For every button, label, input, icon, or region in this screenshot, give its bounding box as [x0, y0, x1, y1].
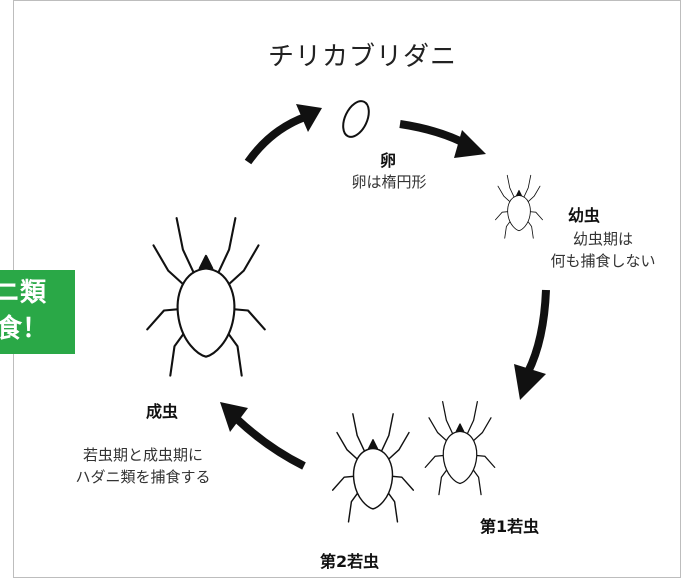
cycle-arrows [220, 104, 550, 470]
larva-desc-line-1: 幼虫期は [572, 230, 633, 248]
predation-badge: ニ類 食！ [0, 270, 75, 354]
adult-description: 若虫期と成虫期に ハダニ類を捕食する [48, 444, 238, 488]
diagram-title: チリカブリダニ [268, 42, 458, 72]
nymph1-label: 第1若虫 [480, 517, 540, 536]
larva-description: 幼虫期は 何も捕食しない [538, 228, 668, 272]
badge-line-1: ニ類 [0, 278, 47, 308]
nymph2-label: 第2若虫 [320, 552, 380, 571]
nymph2-illustration [331, 413, 415, 523]
adult-mite-illustration [146, 217, 266, 377]
egg-illustration [342, 100, 370, 138]
badge-line-2: 食！ [0, 314, 49, 344]
adult-desc-line-2: ハダニ類を捕食する [75, 468, 211, 486]
larva-desc-line-2: 何も捕食しない [550, 252, 656, 270]
larva-illustration [495, 174, 543, 239]
egg-description: 卵は楕円形 [351, 173, 427, 191]
nymph1-illustration [424, 401, 496, 496]
egg-label: 卵 [380, 151, 397, 170]
adult-desc-line-1: 若虫期と成虫期に [82, 446, 203, 464]
adult-label: 成虫 [146, 402, 179, 421]
larva-label: 幼虫 [568, 206, 601, 225]
